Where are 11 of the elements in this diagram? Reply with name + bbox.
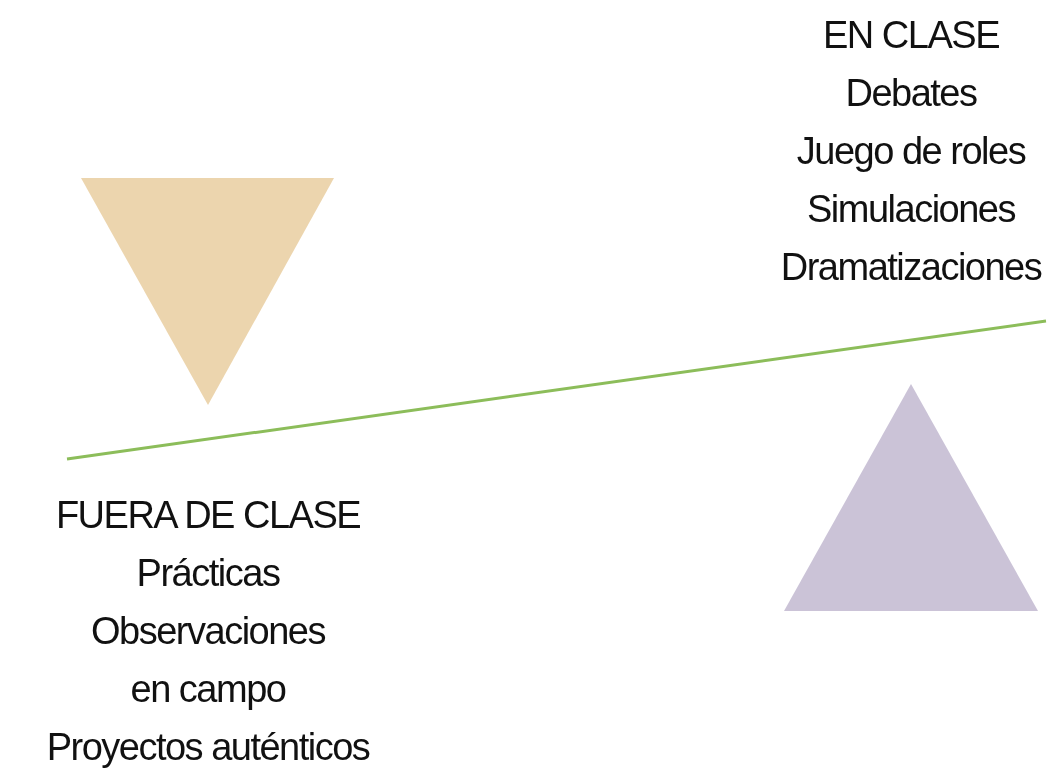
list-item-text: Dramatizaciones — [779, 245, 1043, 290]
up-triangle — [784, 384, 1038, 611]
list-item-text: Simulaciones — [806, 187, 1016, 232]
list-item-text: Prácticas — [135, 551, 281, 596]
list-item-text: Juego de roles — [795, 129, 1027, 174]
list-item-text: Debates — [844, 71, 978, 116]
heading-text: FUERA DE CLASE — [54, 493, 362, 538]
heading-text: EN CLASE — [822, 13, 1000, 58]
list-item-text: Proyectos auténticos — [45, 725, 371, 770]
list-item-text: Observaciones en campo — [90, 609, 326, 712]
down-triangle — [81, 178, 334, 405]
